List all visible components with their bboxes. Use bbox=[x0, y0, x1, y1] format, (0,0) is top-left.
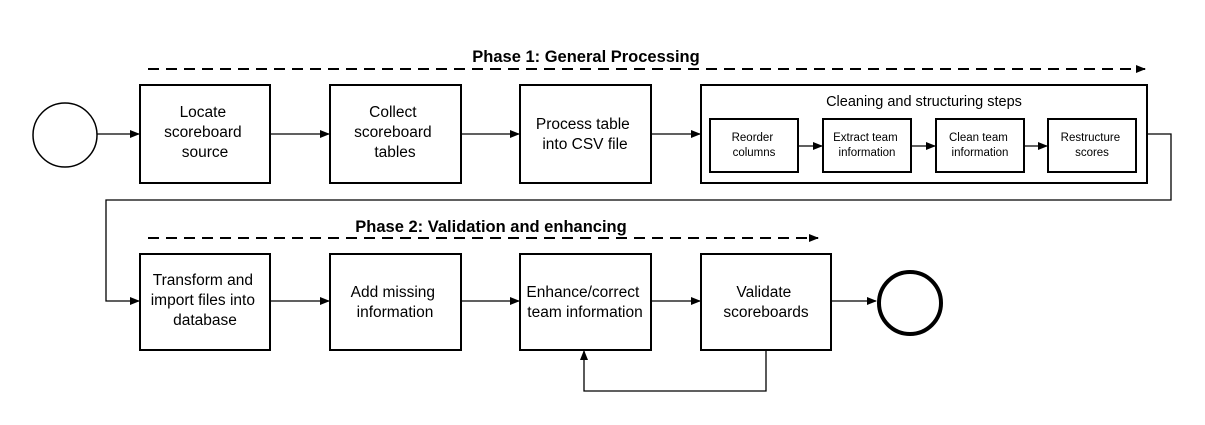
substep-restructure-label: Restructure scores bbox=[1061, 132, 1124, 159]
step-process-table bbox=[519, 84, 652, 184]
substep-restructure-scores bbox=[1047, 118, 1137, 173]
step-add-missing-label: Add missing information bbox=[351, 284, 440, 321]
substep-clean-label: Clean team information bbox=[949, 132, 1011, 159]
phase-2-label: Phase 2: Validation and enhancing bbox=[355, 218, 626, 236]
connector-phase1-to-phase2 bbox=[105, 133, 1172, 305]
step-locate-label: Locate scoreboard source bbox=[164, 104, 246, 161]
step-add-missing-information bbox=[329, 253, 462, 351]
phase-1-label: Phase 1: General Processing bbox=[472, 48, 699, 66]
cleaning-group-title: Cleaning and structuring steps bbox=[826, 94, 1022, 110]
substep-reorder-columns bbox=[709, 118, 799, 173]
start-event bbox=[32, 102, 98, 168]
step-transform-label: Transform and import files into database bbox=[151, 272, 260, 329]
substep-extract-label: Extract team information bbox=[833, 132, 901, 159]
step-process-label: Process table into CSV file bbox=[536, 116, 634, 153]
step-enhance-label: Enhance/correct team information bbox=[526, 284, 643, 321]
step-enhance-correct bbox=[519, 253, 652, 351]
substep-clean-team-information bbox=[935, 118, 1025, 173]
step-validate-scoreboards bbox=[700, 253, 832, 351]
feedback-loop-validate-to-enhance bbox=[580, 350, 767, 392]
substep-extract-team-information bbox=[822, 118, 912, 173]
step-collect-label: Collect scoreboard tables bbox=[354, 104, 436, 161]
end-event bbox=[877, 270, 943, 336]
step-validate-label: Validate scoreboards bbox=[723, 284, 809, 321]
substep-reorder-label: Reorder columns bbox=[732, 132, 777, 159]
step-transform-import bbox=[139, 253, 271, 351]
step-collect-scoreboard-tables bbox=[329, 84, 462, 184]
